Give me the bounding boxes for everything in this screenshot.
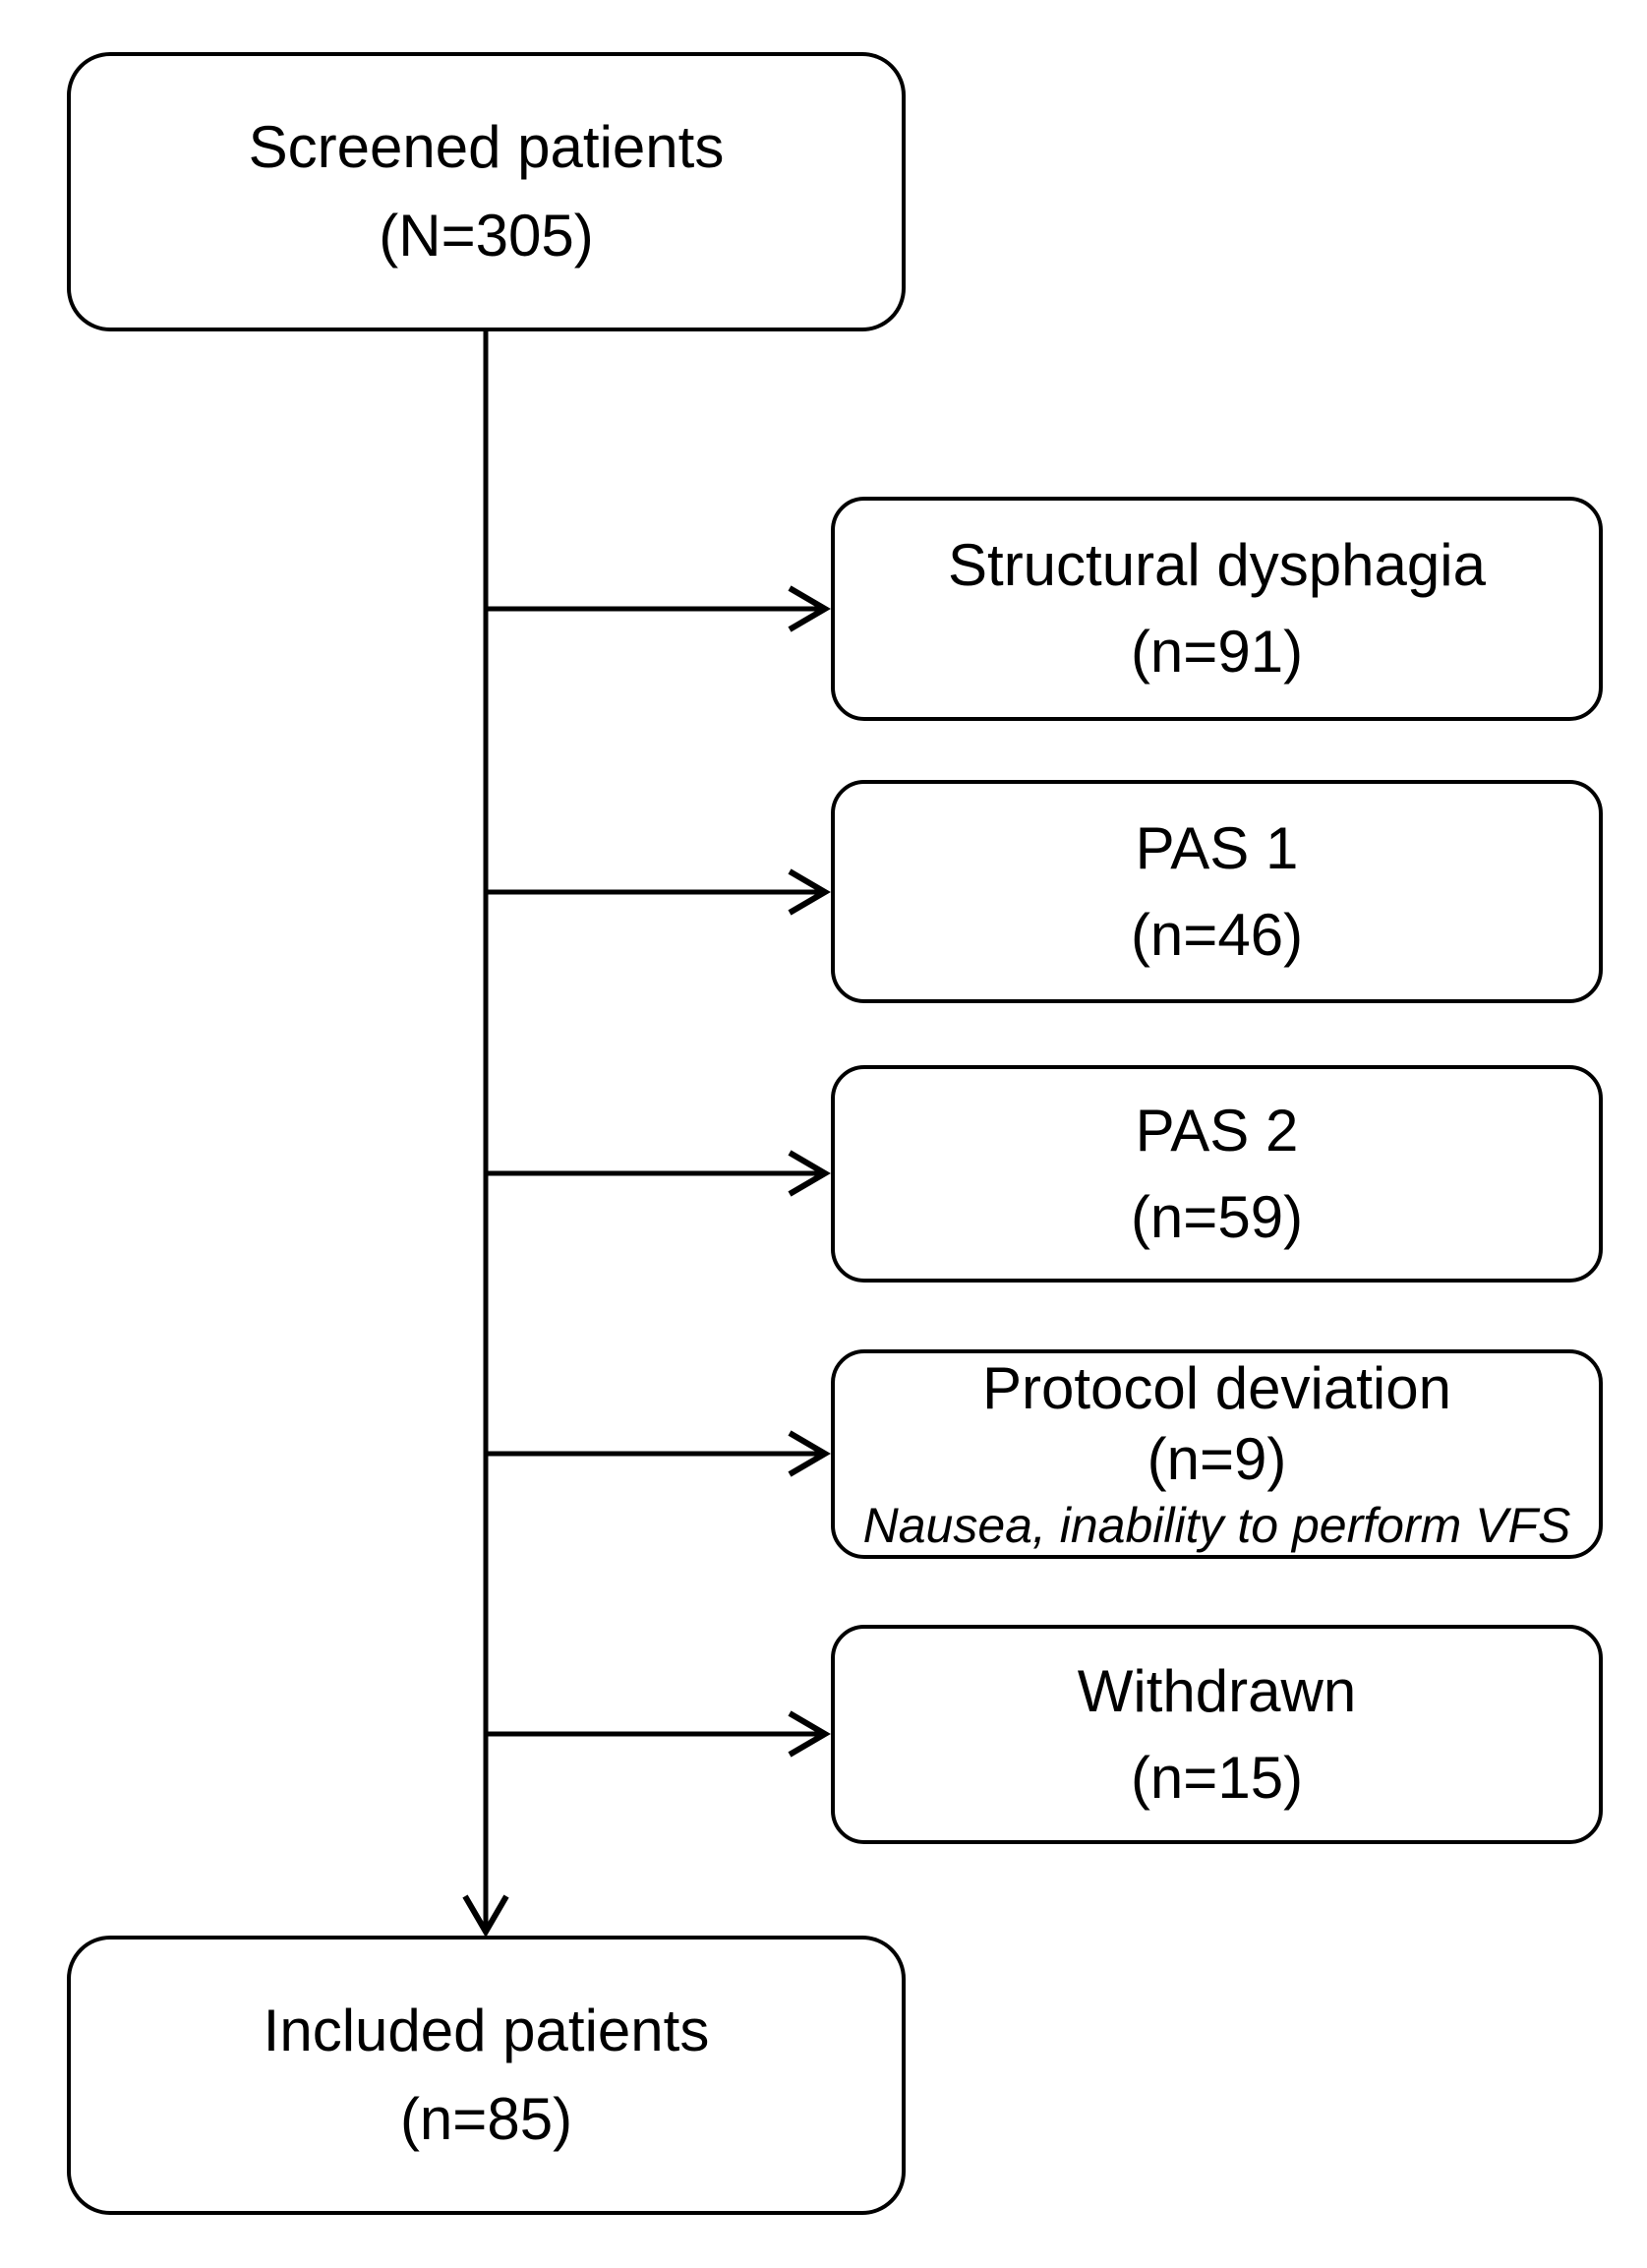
node-count: (n=9) bbox=[1147, 1425, 1287, 1492]
arrowhead-pas1 bbox=[788, 868, 831, 916]
node-count: (n=85) bbox=[399, 2086, 573, 2152]
node-label: Protocol deviation bbox=[982, 1354, 1451, 1421]
node-count: (N=305) bbox=[379, 203, 594, 269]
node-label: PAS 1 bbox=[1135, 814, 1299, 881]
node-note: Nausea, inability to perform VFS bbox=[862, 1497, 1571, 1553]
arrowhead-pas2 bbox=[788, 1150, 831, 1197]
arrowhead-down-included bbox=[462, 1894, 509, 1938]
node-count: (n=15) bbox=[1130, 1744, 1304, 1811]
node-pas-1: PAS 1 (n=46) bbox=[831, 780, 1603, 1003]
node-count: (n=46) bbox=[1130, 901, 1304, 968]
node-label: PAS 2 bbox=[1135, 1097, 1299, 1164]
node-label: Withdrawn bbox=[1077, 1657, 1357, 1724]
node-label: Included patients bbox=[263, 1998, 710, 2063]
node-pas-2: PAS 2 (n=59) bbox=[831, 1065, 1603, 1283]
node-included-patients: Included patients (n=85) bbox=[67, 1936, 906, 2215]
node-screened-patients: Screened patients (N=305) bbox=[67, 52, 906, 331]
node-count: (n=91) bbox=[1130, 619, 1304, 685]
arrowhead-withdrawn bbox=[788, 1710, 831, 1758]
node-withdrawn: Withdrawn (n=15) bbox=[831, 1625, 1603, 1844]
arrowhead-protocol-deviation bbox=[788, 1430, 831, 1477]
node-count: (n=59) bbox=[1130, 1183, 1304, 1250]
node-label: Screened patients bbox=[248, 114, 725, 180]
node-structural-dysphagia: Structural dysphagia (n=91) bbox=[831, 497, 1603, 721]
arrowhead-structural-dysphagia bbox=[788, 585, 831, 632]
node-protocol-deviation: Protocol deviation (n=9) Nausea, inabili… bbox=[831, 1349, 1603, 1559]
node-label: Structural dysphagia bbox=[948, 532, 1486, 598]
